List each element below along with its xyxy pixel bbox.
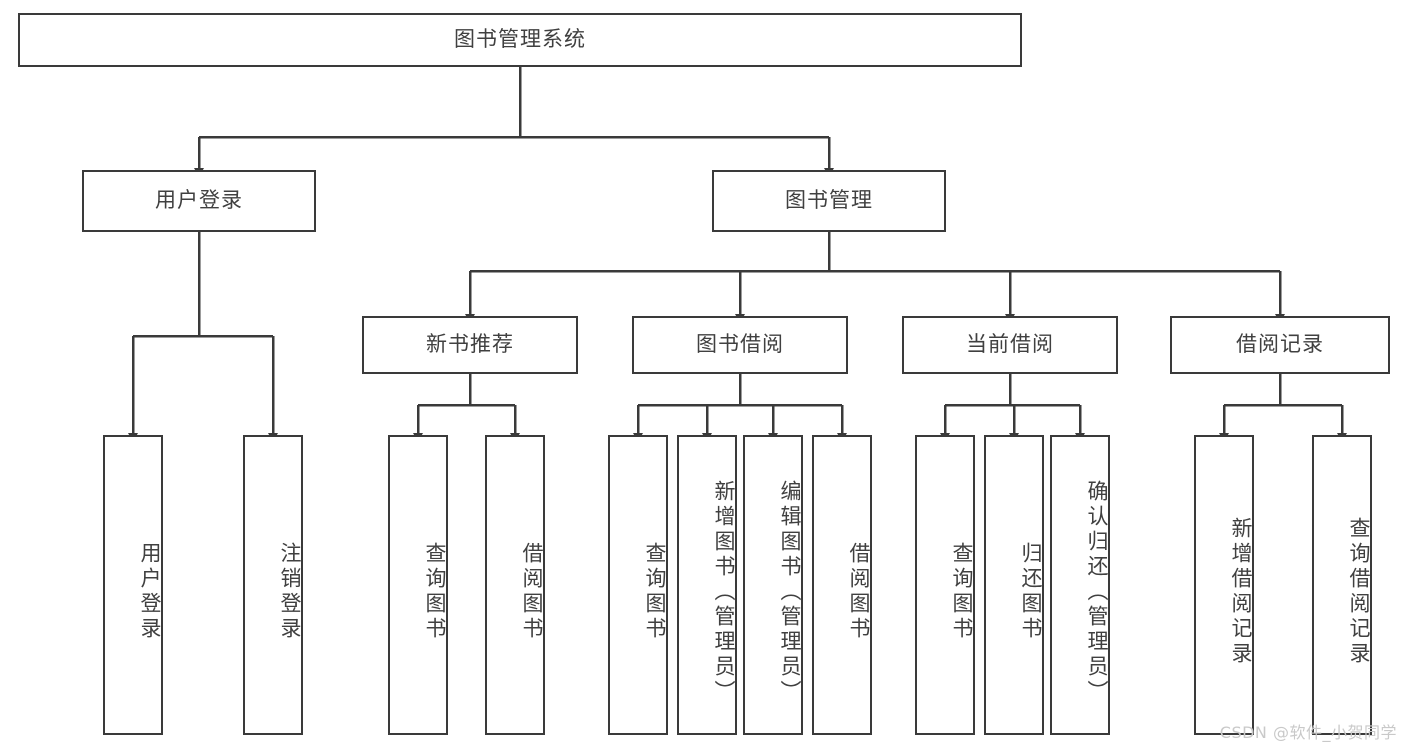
node-leaf_10[interactable]: 确认归还（管理员） — [1050, 435, 1110, 735]
node-leaf_12[interactable]: 查询借阅记录 — [1312, 435, 1372, 735]
node-leaf_4[interactable]: 查询图书 — [608, 435, 668, 735]
node-label: 查询图书 — [423, 542, 447, 642]
node-l3_2[interactable]: 当前借阅 — [902, 316, 1118, 374]
node-l3_1[interactable]: 图书借阅 — [632, 316, 848, 374]
node-label: 图书管理系统 — [454, 27, 586, 52]
node-label: 注销登录 — [278, 542, 302, 642]
node-leaf_7[interactable]: 借阅图书 — [812, 435, 872, 735]
node-label: 查询图书 — [950, 542, 974, 642]
node-label: 查询图书 — [643, 542, 667, 642]
node-label: 图书借阅 — [696, 332, 784, 357]
node-l3_3[interactable]: 借阅记录 — [1170, 316, 1390, 374]
node-leaf_5[interactable]: 新增图书（管理员） — [677, 435, 737, 735]
node-label: 确认归还（管理员） — [1085, 479, 1109, 705]
node-root[interactable]: 图书管理系统 — [18, 13, 1022, 67]
node-leaf_1[interactable]: 注销登录 — [243, 435, 303, 735]
connector-group — [128, 67, 1347, 442]
node-label: 当前借阅 — [966, 332, 1054, 357]
node-label: 借阅图书 — [520, 542, 544, 642]
node-label: 图书管理 — [785, 188, 873, 213]
node-label: 新书推荐 — [426, 332, 514, 357]
node-leaf_8[interactable]: 查询图书 — [915, 435, 975, 735]
node-label: 编辑图书（管理员） — [778, 479, 802, 705]
node-label: 新增借阅记录 — [1229, 517, 1253, 667]
node-leaf_6[interactable]: 编辑图书（管理员） — [743, 435, 803, 735]
node-leaf_3[interactable]: 借阅图书 — [485, 435, 545, 735]
node-label: 借阅图书 — [847, 542, 871, 642]
node-label: 借阅记录 — [1236, 332, 1324, 357]
node-label: 用户登录 — [138, 542, 162, 642]
watermark-label: CSDN @软件_小贺同学 — [1219, 723, 1397, 742]
node-leaf_0[interactable]: 用户登录 — [103, 435, 163, 735]
node-label: 新增图书（管理员） — [712, 479, 736, 705]
node-label: 查询借阅记录 — [1347, 517, 1371, 667]
node-l3_0[interactable]: 新书推荐 — [362, 316, 578, 374]
node-l2_0[interactable]: 用户登录 — [82, 170, 316, 232]
node-leaf_2[interactable]: 查询图书 — [388, 435, 448, 735]
node-label: 归还图书 — [1019, 542, 1043, 642]
node-label: 用户登录 — [155, 188, 243, 213]
node-leaf_9[interactable]: 归还图书 — [984, 435, 1044, 735]
node-l2_1[interactable]: 图书管理 — [712, 170, 946, 232]
node-leaf_11[interactable]: 新增借阅记录 — [1194, 435, 1254, 735]
